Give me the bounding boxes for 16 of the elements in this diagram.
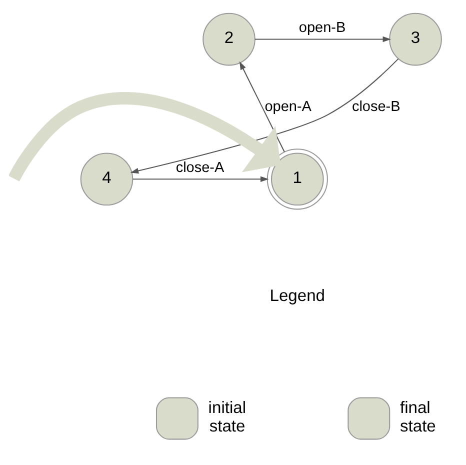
legend-label: initial state [208,398,246,436]
edge-label: close-B [351,98,400,115]
arrow [8,92,280,182]
node-circle: 4 [80,152,133,206]
node-circle: 2 [202,12,255,66]
arrow [130,58,398,174]
edge-label: close-A [175,160,224,176]
node-circle: 3 [388,12,442,66]
arrow [132,176,268,182]
edge-label: open-A [264,98,311,115]
arrow [254,36,391,42]
legend-label: final state [399,398,436,436]
edge-label: open-B [298,20,346,36]
node-circle: 1 [266,148,328,210]
label: Legend [269,286,325,306]
arrow [238,61,284,152]
